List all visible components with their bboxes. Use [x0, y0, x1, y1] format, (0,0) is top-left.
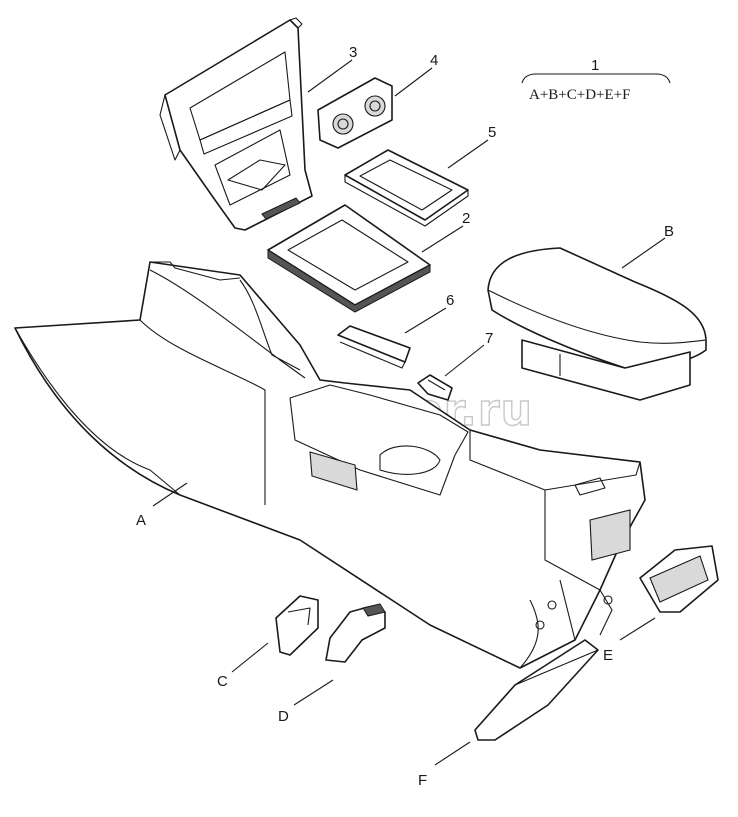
- callout-B: B: [664, 223, 674, 240]
- part-C-bracket: [275, 595, 319, 656]
- part-3-upper-bezel: [159, 17, 313, 231]
- part-E-rear-cover: [639, 545, 719, 613]
- callout-3: 3: [349, 44, 357, 61]
- callout-F: F: [418, 772, 427, 789]
- callout-A: A: [136, 512, 146, 529]
- part-5-trim-ring: [344, 149, 469, 227]
- part-A-console-body: [14, 261, 646, 669]
- part-7-clip: [417, 374, 453, 401]
- callout-4: 4: [430, 52, 438, 69]
- callout-C: C: [217, 673, 228, 690]
- callout-6: 6: [446, 292, 454, 309]
- callout-7: 7: [485, 330, 493, 347]
- callout-2: 2: [462, 210, 470, 227]
- part-B-armrest-lid: [487, 247, 707, 401]
- leader-lines: [152, 59, 671, 766]
- callout-labels: 1 A+B+C+D+E+F 3 4 5 2 6 7 B A C D E F: [136, 44, 674, 789]
- part-2-shift-bezel: [267, 204, 431, 313]
- assembly-formula: A+B+C+D+E+F: [529, 87, 630, 103]
- part-6-trim-strip: [337, 325, 411, 369]
- part-F-lower-trim: [474, 639, 599, 741]
- callout-E: E: [603, 647, 613, 664]
- part-D-bracket: [325, 603, 386, 663]
- part-4-switch-panel: [317, 77, 393, 149]
- callout-1: 1: [591, 57, 599, 74]
- callout-5: 5: [488, 124, 496, 141]
- callout-D: D: [278, 708, 289, 725]
